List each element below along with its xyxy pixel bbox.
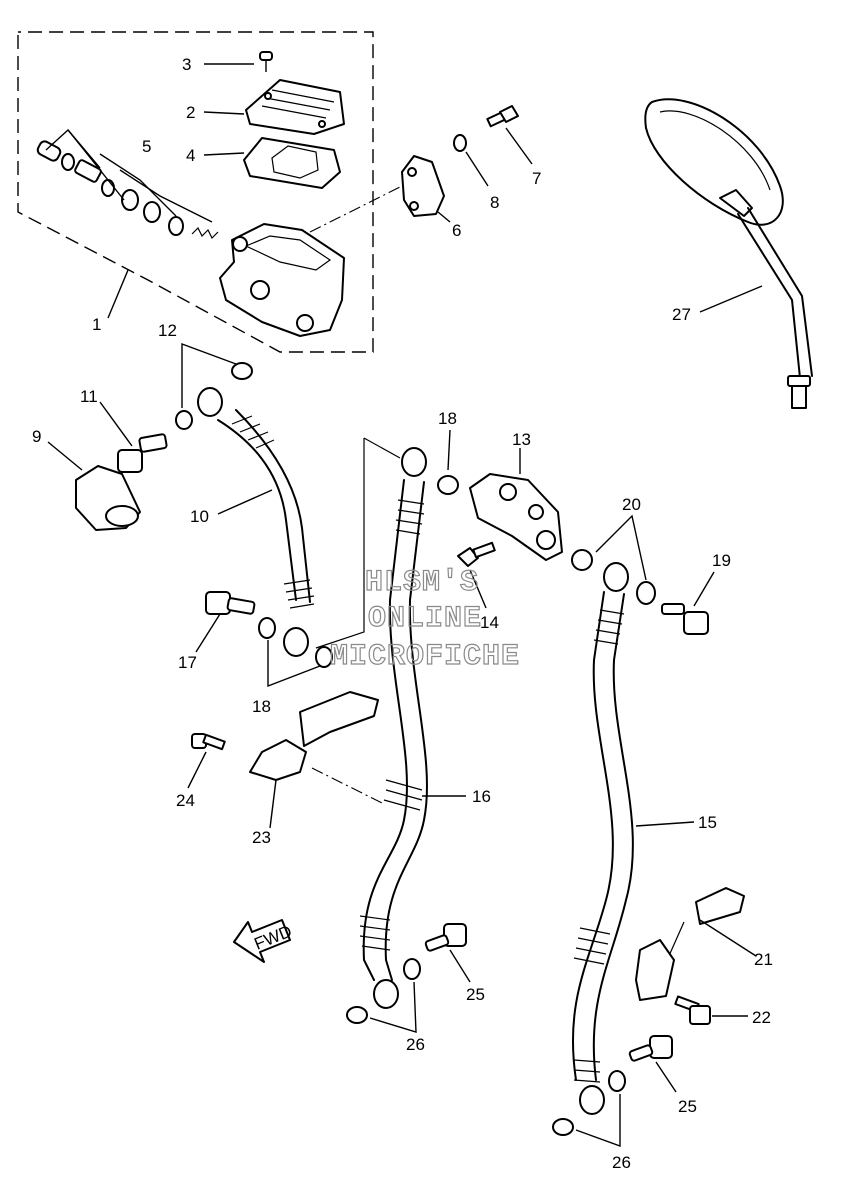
callout-20: 20 [622,495,641,514]
callout-17: 17 [178,653,197,672]
callout-26-center: 26 [406,1035,425,1054]
callout-10: 10 [190,507,209,526]
brake-hose-upper [197,387,315,657]
callout-13: 13 [512,430,531,449]
rear-view-mirror [644,98,813,409]
watermark-line-3: MICROFICHE [330,640,520,674]
callout-24: 24 [176,791,195,810]
callout-labels: 1 2 3 4 5 6 7 8 9 10 11 12 13 14 15 16 1… [32,55,773,1172]
cap-screw [259,51,273,72]
joint-bolt-14 [457,541,496,609]
forward-direction-arrow: FWD [233,919,295,963]
brake-hose-16 [315,437,466,1009]
callout-7: 7 [532,169,541,188]
brake-hose-15 [572,562,695,1115]
callout-19: 19 [712,551,731,570]
watermark-line-1: HLSM'S [365,566,479,600]
master-cylinder-holder [309,155,451,233]
callout-18-top: 18 [438,409,457,428]
copper-washers-18 [258,617,333,688]
union-bolt-25-center [424,923,471,983]
copper-washer-18-top [437,429,459,495]
holder-bolt [486,105,533,165]
callout-9: 9 [32,427,41,446]
callout-6: 6 [452,221,461,240]
hose-bracket-23 [249,691,385,829]
callout-25-right: 25 [678,1097,697,1116]
callout-26-right: 26 [612,1153,631,1172]
copper-washers-26-center [346,958,421,1033]
callout-12: 12 [158,321,177,340]
callout-21: 21 [754,950,773,969]
copper-washer-12 [175,342,253,430]
watermark: HLSM'S ONLINE MICROFICHE [329,565,520,674]
holder-washer [453,134,489,187]
bracket-bolt-24 [187,733,226,789]
hose-bracket-21 [635,887,757,1001]
union-bolt-17 [195,591,256,653]
callout-8: 8 [490,193,499,212]
union-bolt-25-right [628,1035,677,1093]
bracket-bolt-22 [674,995,748,1025]
callout-15: 15 [698,813,717,832]
brake-hose-joint [469,448,563,561]
watermark-line-2: ONLINE [368,602,482,636]
copper-washers-26-right [552,1070,626,1147]
reservoir-cap [245,79,345,135]
callout-5: 5 [142,137,151,156]
fwd-label: FWD [252,922,295,954]
callout-2: 2 [186,103,195,122]
callout-11: 11 [80,387,98,406]
callout-25-center: 25 [466,985,485,1004]
callout-1: 1 [92,315,101,334]
callout-3: 3 [182,55,191,74]
master-cylinder-assembly [17,31,374,353]
piston-kit [36,128,219,240]
callout-14: 14 [480,613,499,632]
copper-washers-20 [571,514,656,605]
callout-16: 16 [472,787,491,806]
diaphragm [243,137,341,189]
union-bolt-cover [47,441,141,531]
callout-23: 23 [252,828,271,847]
union-bolt [99,401,168,473]
callout-22: 22 [752,1008,771,1027]
union-bolt-19 [661,571,715,635]
callout-27: 27 [672,305,691,324]
callout-4: 4 [186,146,195,165]
callout-18-left: 18 [252,697,271,716]
